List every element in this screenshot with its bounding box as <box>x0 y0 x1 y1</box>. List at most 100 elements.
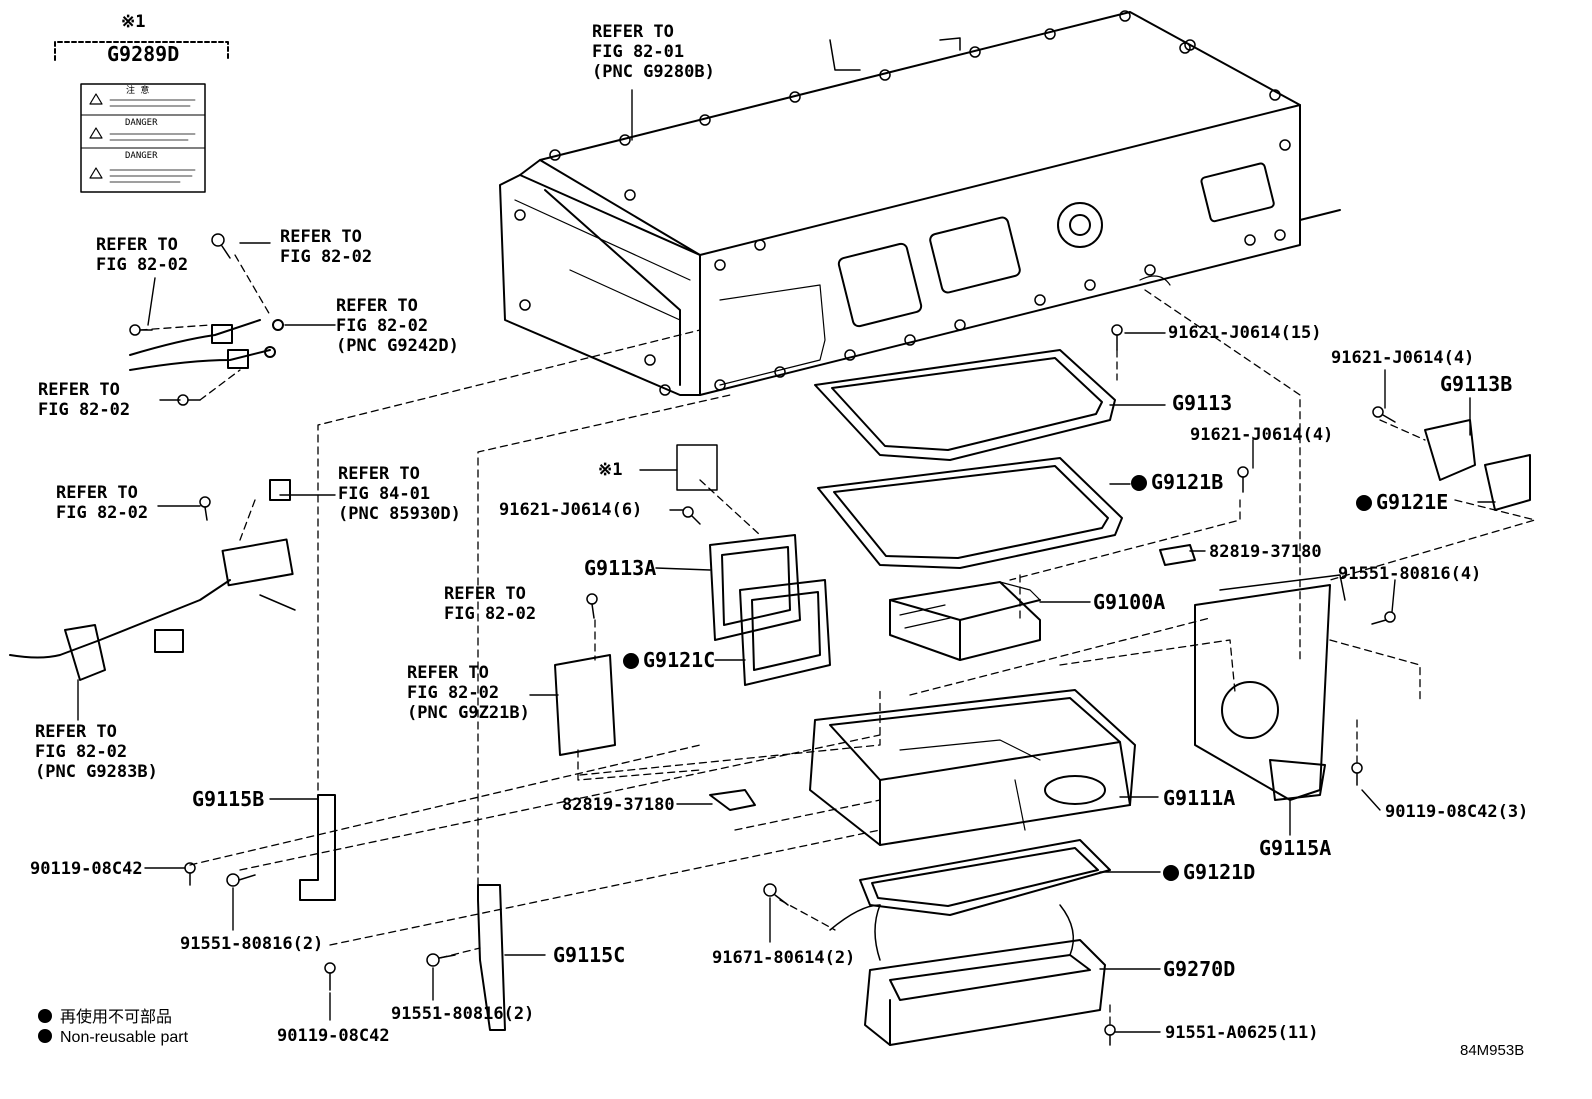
bracket-g9115a <box>1194 574 1346 801</box>
part-g9270d: G9270D <box>1163 957 1236 981</box>
caution-header-2: DANGER <box>125 118 158 128</box>
bottom-cover-g9270d <box>829 904 1106 1046</box>
part-g9121e: G9121E <box>1356 492 1448 512</box>
ref-line: FIG 82-01 <box>592 42 685 62</box>
bracket-g9115c <box>477 884 506 1031</box>
part-g9121e-text: G9121E <box>1376 490 1449 514</box>
ref-line: REFER TO <box>444 584 526 604</box>
ref-line: (PNC G9280B) <box>592 62 715 82</box>
ref-line: (PNC 85930D) <box>338 504 461 524</box>
leader-lines <box>77 89 1496 1033</box>
ref-line: REFER TO <box>56 483 138 503</box>
control-module-g9100a <box>889 581 1041 661</box>
part-note-1: ※1 <box>598 460 623 480</box>
gasket-g9121e <box>1484 454 1531 511</box>
legend-en: Non-reusable part <box>38 1029 188 1047</box>
ref-line: REFER TO <box>336 296 418 316</box>
ref-line: REFER TO <box>280 227 362 247</box>
part-90119-08c42-b: 90119-08C42 <box>277 1026 390 1046</box>
part-91621-j0614-15: 91621-J0614(15) <box>1168 323 1322 343</box>
note-mark: ※1 <box>121 12 146 32</box>
caution-label-illustration <box>54 41 229 193</box>
ref-line: FIG 82-02 <box>35 742 128 762</box>
part-g9121b: G9121B <box>1131 472 1223 492</box>
ref-line: REFER TO <box>96 235 178 255</box>
part-91671-80614-2: 91671-80614(2) <box>712 948 856 968</box>
part-91551-80816-4: 91551-80816(4) <box>1338 564 1482 584</box>
legend-dot <box>38 1009 52 1023</box>
part-91621-j0614-4b: 91621-J0614(4) <box>1190 425 1334 445</box>
non-reusable-dot <box>1356 495 1372 511</box>
part-g9113b: G9113B <box>1440 372 1513 396</box>
part-g9115b: G9115B <box>192 787 265 811</box>
inverter-upper-case <box>499 10 1341 396</box>
part-g9115a: G9115A <box>1259 836 1332 860</box>
part-91551-80816-2a: 91551-80816(2) <box>180 934 324 954</box>
cover-gasket-g9113 <box>814 349 1116 461</box>
caution-header-1: 注 意 <box>126 86 150 96</box>
non-reusable-dot <box>1163 865 1179 881</box>
figure-code: 84M953B <box>1460 1042 1525 1059</box>
gasket-g9121b <box>817 457 1123 569</box>
part-91621-j0614-4a: 91621-J0614(4) <box>1331 348 1475 368</box>
ref-line: REFER TO <box>592 22 674 42</box>
part-g9111a: G9111A <box>1163 786 1236 810</box>
gasket-g9121c <box>739 579 831 686</box>
legend-jp: 再使用不可部品 <box>38 1003 172 1027</box>
ref-line: FIG 82-02 <box>96 255 189 275</box>
bolts <box>129 233 1396 1046</box>
plate-g9113a <box>709 534 801 641</box>
ref-line: REFER TO <box>338 464 420 484</box>
ref-line: FIG 82-02 <box>444 604 537 624</box>
clip-82819-b <box>709 789 756 811</box>
ref-line: FIG 84-01 <box>338 484 431 504</box>
ref-line: (PNC G9Z21B) <box>407 703 530 723</box>
wire-harness-lower <box>9 479 296 681</box>
part-91621-j0614-6: 91621-J0614(6) <box>499 500 643 520</box>
caution-label-small <box>676 444 718 491</box>
part-90119-08c42-3: 90119-08C42(3) <box>1385 802 1529 822</box>
part-g9121c-text: G9121C <box>643 648 716 672</box>
part-g9121d-text: G9121D <box>1183 860 1256 884</box>
part-91551-80816-2b: 91551-80816(2) <box>391 1004 535 1024</box>
ref-line: FIG 82-02 <box>336 316 429 336</box>
ref-line: REFER TO <box>38 380 120 400</box>
non-reusable-dot <box>623 653 639 669</box>
clip-82819-a <box>1159 544 1196 566</box>
legend-jp-text: 再使用不可部品 <box>60 1009 173 1026</box>
ref-line: FIG 82-02 <box>280 247 373 267</box>
part-82819-37180-a: 82819-37180 <box>1209 542 1322 562</box>
part-g9289d-label: G9289D <box>107 42 180 66</box>
ref-line: (PNC G9242D) <box>336 336 459 356</box>
ref-line: REFER TO <box>407 663 489 683</box>
ref-line: FIG 82-02 <box>56 503 149 523</box>
part-90119-08c42-a: 90119-08C42 <box>30 859 143 879</box>
ref-line: FIG 82-02 <box>407 683 500 703</box>
non-reusable-dot <box>1131 475 1147 491</box>
gasket-g9121d <box>859 839 1111 916</box>
legend-dot <box>38 1029 52 1043</box>
part-g9115c: G9115C <box>553 943 626 967</box>
part-g9113: G9113 <box>1172 391 1233 415</box>
ref-line: (PNC G9283B) <box>35 762 158 782</box>
ref-line: REFER TO <box>35 722 117 742</box>
part-g9121b-text: G9121B <box>1151 470 1224 494</box>
wire-harness-upper <box>129 319 284 371</box>
bracket-g9115b <box>299 794 336 901</box>
connector-block <box>554 654 616 756</box>
part-91551-a0625-11: 91551-A0625(11) <box>1165 1023 1319 1043</box>
inverter-lower-case-g9111a <box>809 689 1136 846</box>
assembly-guide-lines <box>139 254 1536 1029</box>
part-g9121c: G9121C <box>623 650 715 670</box>
legend-en-text: Non-reusable part <box>60 1029 189 1046</box>
part-82819-37180-b: 82819-37180 <box>562 795 675 815</box>
